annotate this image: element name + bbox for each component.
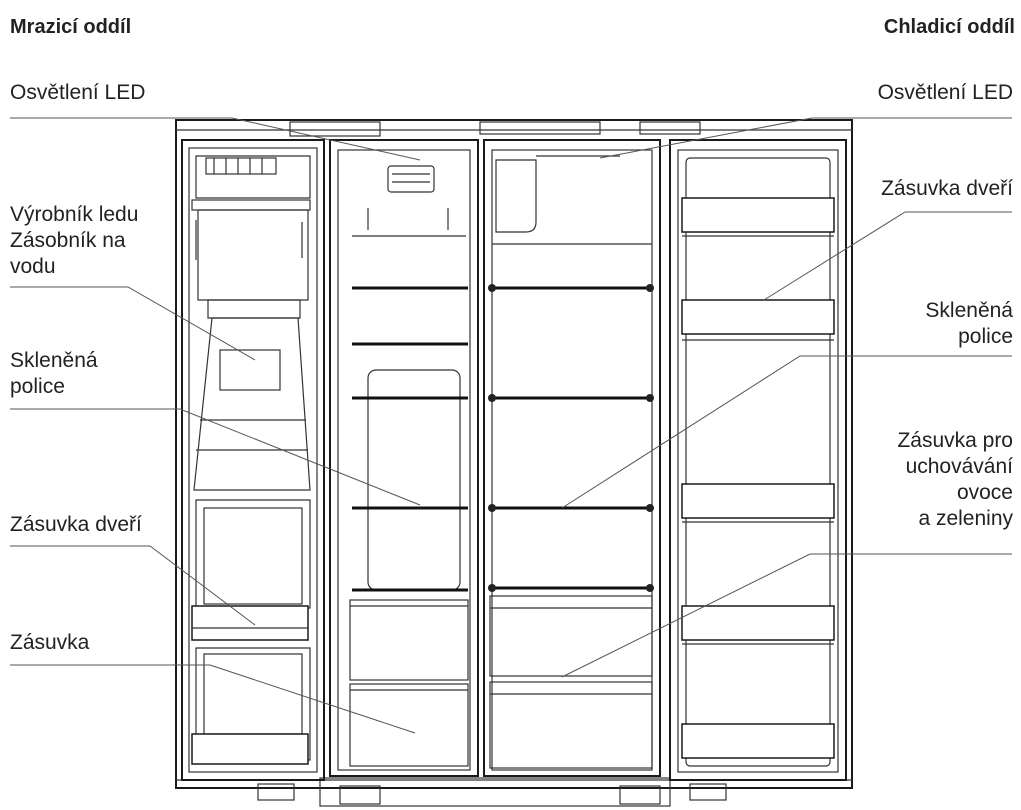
label-ice-maker: Výrobník ledu Zásobník na vodu xyxy=(10,203,139,278)
label-drawer-left: Zásuvka xyxy=(10,631,90,654)
freezer-heading: Mrazicí oddíl xyxy=(10,16,132,38)
fridge-compartment xyxy=(483,139,661,777)
label-glass-shelf-right: Skleněná police xyxy=(925,299,1013,348)
cabinet xyxy=(175,119,853,807)
label-glass-shelf-left: Skleněná police xyxy=(10,349,98,398)
label-led-left: Osvětlení LED xyxy=(10,81,146,104)
freezer-drawers xyxy=(349,599,469,767)
label-crisper-drawer: Zásuvka pro uchovávání ovoce a zeleniny xyxy=(897,429,1013,530)
leader-door-bin-left xyxy=(10,545,256,626)
fridge-door-bins xyxy=(681,197,835,759)
freezer-door xyxy=(181,139,325,781)
freezer-door-bins xyxy=(191,499,311,765)
fridge-door xyxy=(669,139,847,781)
fridge-drawers xyxy=(489,595,653,769)
leader-led-left xyxy=(10,117,421,161)
leader-ice-maker xyxy=(10,286,256,361)
ice-dispenser-unit xyxy=(191,155,311,491)
leader-led-right xyxy=(599,117,1012,159)
label-door-bin-right: Zásuvka dveří xyxy=(881,177,1013,200)
fridge-heading: Chladicí oddíl xyxy=(883,16,1015,38)
leader-drawer-left xyxy=(10,664,416,734)
leader-door-bin-right xyxy=(763,211,1012,301)
freezer-compartment xyxy=(329,139,479,777)
freezer-shelves xyxy=(352,286,468,592)
leader-lines xyxy=(10,117,1012,734)
leader-glass-shelf-left xyxy=(10,408,421,506)
label-door-bin-left: Zásuvka dveří xyxy=(10,513,142,536)
leader-glass-shelf-right xyxy=(561,355,1012,509)
fridge-shelves xyxy=(488,284,654,592)
label-led-right: Osvětlení LED xyxy=(877,81,1013,104)
leader-crisper xyxy=(561,553,1012,678)
